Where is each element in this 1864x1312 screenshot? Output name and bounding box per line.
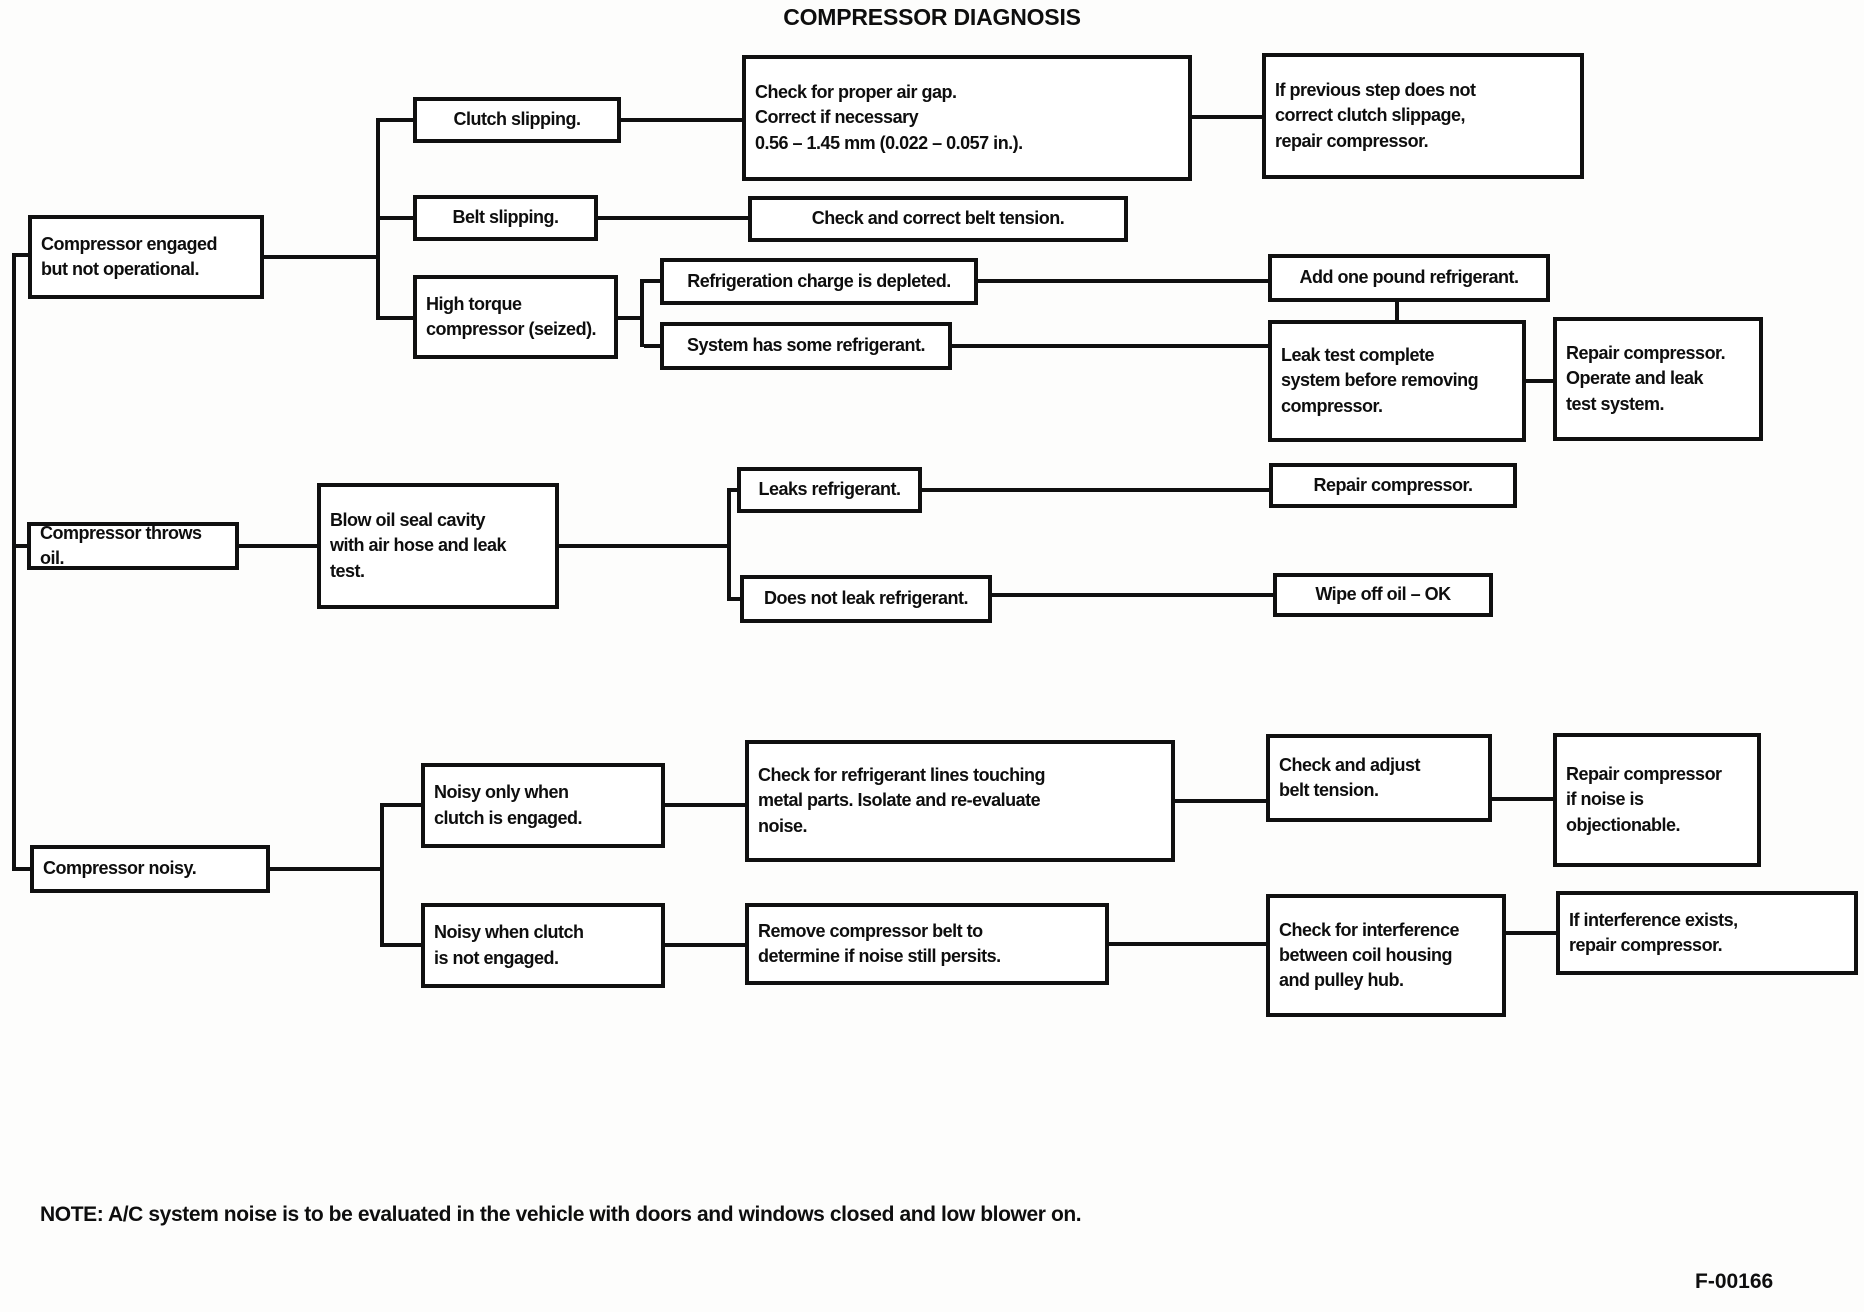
edge-noisy-branch xyxy=(380,803,384,947)
node-leak-test-system: Leak test complete system before removin… xyxy=(1268,320,1526,442)
node-repair-if-interference: If interference exists, repair compresso… xyxy=(1556,891,1858,975)
edge-to-charge-depleted xyxy=(644,279,660,283)
edge-some-to-leaktest xyxy=(952,344,1268,348)
node-repair-if-noise-objectionable: Repair compressor if noise is objectiona… xyxy=(1553,733,1761,867)
edge-notengaged-to-removebelt xyxy=(665,943,745,947)
node-high-torque-compressor: High torque compressor (seized). xyxy=(413,275,618,359)
node-charge-depleted: Refrigeration charge is depleted. xyxy=(660,258,978,305)
node-check-air-gap: Check for proper air gap. Correct if nec… xyxy=(742,55,1192,181)
edge-noisy-out xyxy=(270,867,380,871)
edge-engaged-branch xyxy=(376,118,380,320)
edge-removebelt-to-interference xyxy=(1109,942,1266,946)
edge-to-belt-slipping xyxy=(380,216,413,220)
edge-blowoil-branch xyxy=(727,488,731,601)
edge-to-high-torque xyxy=(380,316,413,320)
edge-spine-to-noisy xyxy=(12,867,30,871)
node-repair-compressor: Repair compressor. xyxy=(1269,463,1517,508)
edge-engaged-out xyxy=(264,255,376,259)
edge-to-clutch-slipping xyxy=(380,118,413,122)
edge-hightorque-branch xyxy=(640,279,644,347)
node-belt-slipping: Belt slipping. xyxy=(413,195,598,241)
edge-engaged-to-lines xyxy=(665,803,745,807)
node-wipe-off-oil: Wipe off oil – OK xyxy=(1273,573,1493,617)
node-compressor-engaged-not-operational: Compressor engaged but not operational. xyxy=(28,215,264,299)
node-check-adjust-belt: Check and adjust belt tension. xyxy=(1266,734,1492,822)
edge-symptom-spine xyxy=(12,253,16,871)
edge-clutch-to-airgap xyxy=(621,118,742,122)
edge-noleak-to-wipe xyxy=(992,593,1273,597)
node-refrigerant-lines-touching: Check for refrigerant lines touching met… xyxy=(745,740,1175,862)
edge-blowoil-out xyxy=(559,544,729,548)
edge-to-some-refrigerant xyxy=(644,344,660,348)
node-blow-oil-seal-cavity: Blow oil seal cavity with air hose and l… xyxy=(317,483,559,609)
edge-leaks-to-repair xyxy=(922,488,1269,492)
edge-interference-to-repair xyxy=(1506,931,1556,935)
node-does-not-leak: Does not leak refrigerant. xyxy=(740,575,992,623)
edge-to-noisy-not-engaged xyxy=(384,943,421,947)
footnote: NOTE: A/C system noise is to be evaluate… xyxy=(40,1203,1082,1226)
node-add-refrigerant: Add one pound refrigerant. xyxy=(1268,254,1550,302)
node-repair-if-slippage: If previous step does not correct clutch… xyxy=(1262,53,1584,179)
edge-lines-to-adjust xyxy=(1175,799,1266,803)
edge-throwsoil-to-blowoil xyxy=(239,544,317,548)
edge-adjust-to-repairnoise xyxy=(1492,797,1553,801)
node-clutch-slipping: Clutch slipping. xyxy=(413,97,621,143)
node-system-has-refrigerant: System has some refrigerant. xyxy=(660,322,952,370)
edge-to-leaks xyxy=(731,488,737,492)
figure-number: F-00166 xyxy=(1695,1270,1774,1293)
node-leaks-refrigerant: Leaks refrigerant. xyxy=(737,467,922,513)
node-remove-compressor-belt: Remove compressor belt to determine if n… xyxy=(745,903,1109,985)
node-correct-belt-tension: Check and correct belt tension. xyxy=(748,196,1128,242)
edge-airgap-to-repair xyxy=(1192,115,1262,119)
edge-to-no-leak xyxy=(731,597,740,601)
edge-to-noisy-engaged xyxy=(384,803,421,807)
edge-belt-to-tension xyxy=(598,216,748,220)
node-noisy-clutch-engaged: Noisy only when clutch is engaged. xyxy=(421,763,665,848)
edge-add-to-leaktest xyxy=(1395,302,1399,320)
node-check-interference: Check for interference between coil hous… xyxy=(1266,894,1506,1017)
node-compressor-throws-oil: Compressor throws oil. xyxy=(27,522,239,570)
edge-spine-to-engaged xyxy=(12,253,28,257)
node-noisy-clutch-not-engaged: Noisy when clutch is not engaged. xyxy=(421,903,665,988)
node-compressor-noisy: Compressor noisy. xyxy=(30,845,270,893)
node-repair-operate-leak-test: Repair compressor. Operate and leak test… xyxy=(1553,317,1763,441)
edge-spine-to-throws-oil xyxy=(12,544,27,548)
edge-hightorque-out xyxy=(618,316,640,320)
edge-depleted-to-add xyxy=(978,279,1268,283)
edge-leaktest-to-repair-operate xyxy=(1526,379,1553,383)
diagram-title: COMPRESSOR DIAGNOSIS xyxy=(783,4,1081,30)
